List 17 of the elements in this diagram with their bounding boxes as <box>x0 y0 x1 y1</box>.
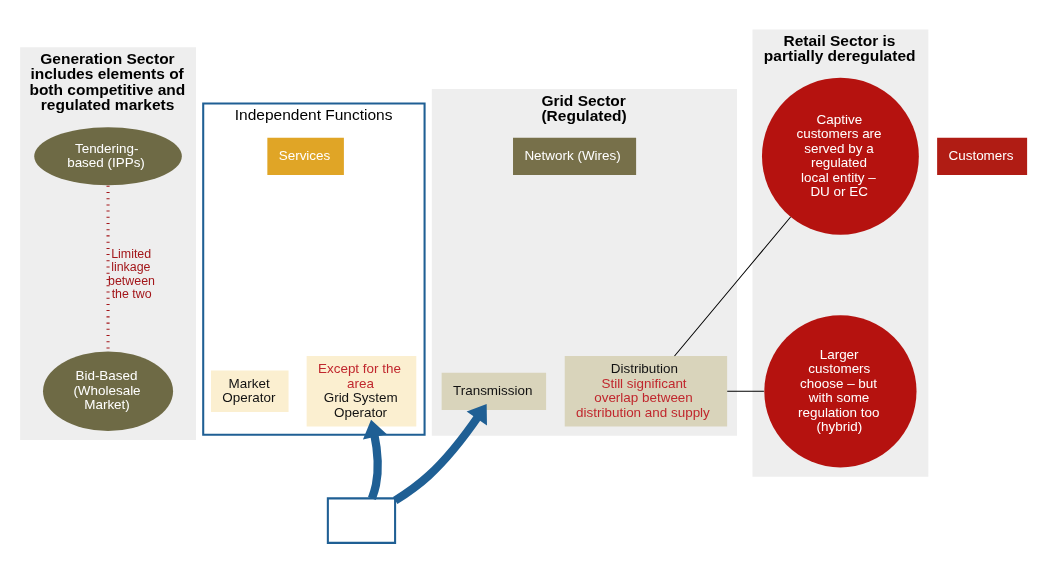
node-box: Services <box>267 137 344 175</box>
node-box: Market Operator <box>210 370 289 412</box>
node-ellipse: Bid-Based (Wholesale Market) <box>43 351 174 431</box>
node-box: Transmission <box>441 372 547 410</box>
node-box <box>326 496 397 544</box>
arrow <box>362 419 387 500</box>
node-box: Except for the area Grid System Operator <box>306 355 417 426</box>
connector <box>674 215 792 356</box>
node-circle: Larger customers choose – but with some regulation too (hybrid) <box>764 314 917 467</box>
arrow <box>392 403 487 504</box>
node-circle: Captive customers are served by a regulated local entity – DU or EC <box>762 77 919 235</box>
node-box: Customers <box>937 137 1028 175</box>
node-box: Distribution Still significant overlap between distribution and supply <box>564 355 728 426</box>
edge-label: Limited linkage between the two <box>108 246 155 301</box>
connector <box>726 390 765 392</box>
node-ellipse: Tendering-based (IPPs) <box>34 126 182 185</box>
node-box: Network (Wires) <box>513 137 637 175</box>
